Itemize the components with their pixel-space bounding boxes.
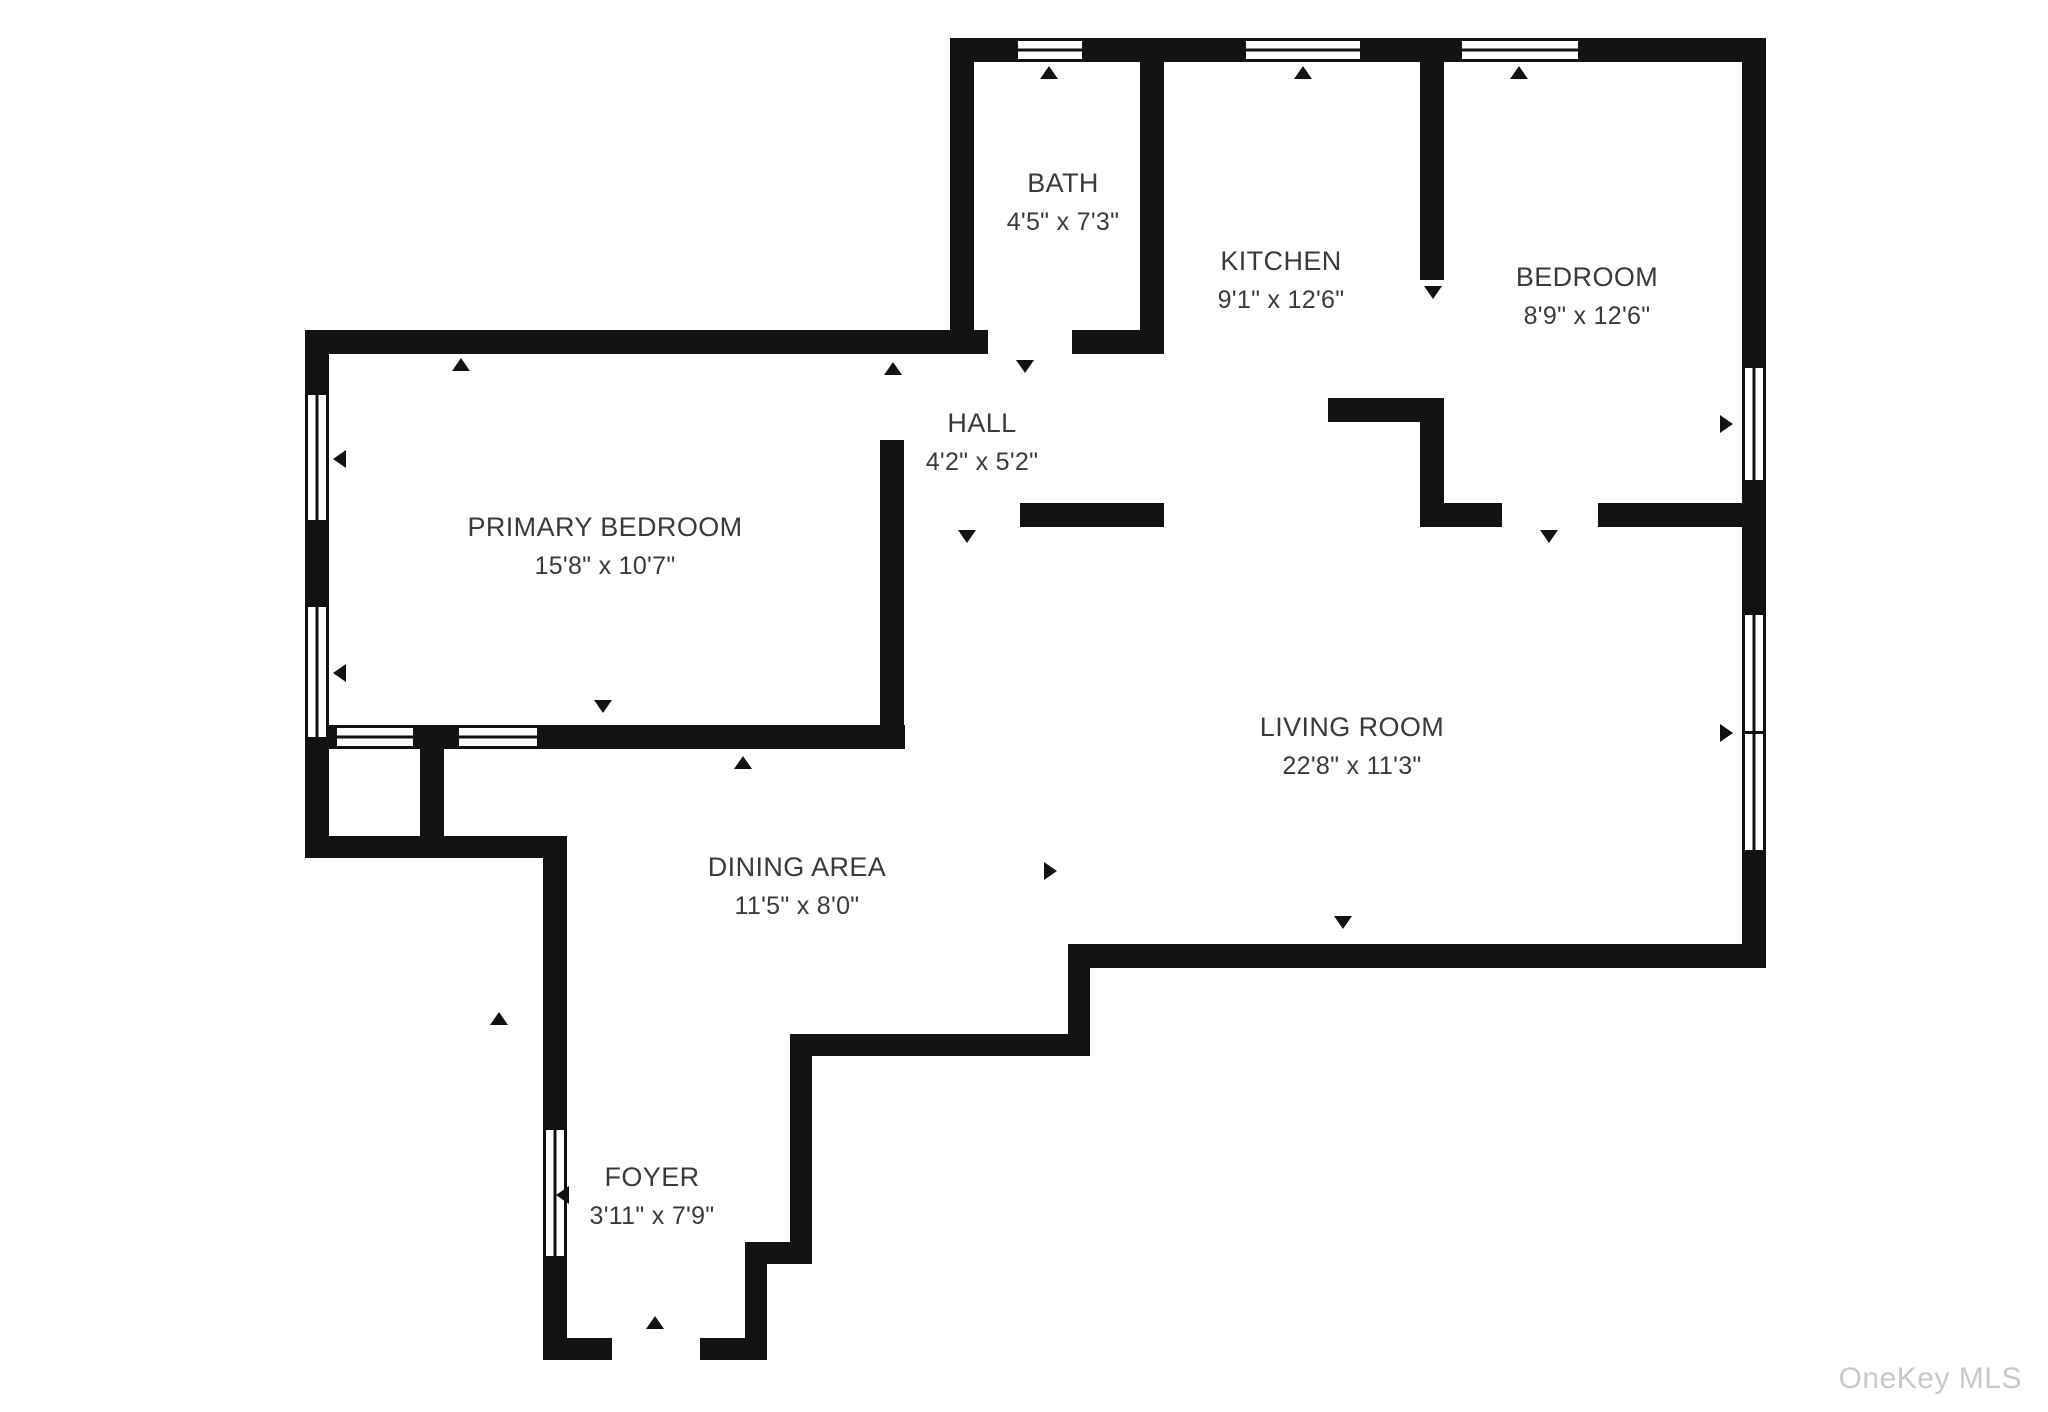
room-label-primary-bedroom: PRIMARY BEDROOM 15'8" x 10'7" <box>467 512 742 581</box>
room-name-bath: BATH <box>1027 168 1099 198</box>
closet-bottom-wall <box>305 836 567 858</box>
bath-window-marker <box>1040 66 1058 79</box>
foyer-right-wall-lower <box>745 1242 767 1360</box>
foyer-bottom-wall-right <box>700 1338 767 1360</box>
bedroom-top-window <box>1462 38 1578 62</box>
room-label-bedroom: BEDROOM 8'9" x 12'6" <box>1516 262 1658 331</box>
bedroom-door-marker <box>1540 530 1558 543</box>
room-dims-dining-area: 11'5" x 8'0" <box>734 892 860 920</box>
room-dims-primary-bedroom: 15'8" x 10'7" <box>534 552 676 580</box>
primary-door-marker <box>884 362 902 375</box>
primary-right-wall <box>880 440 904 749</box>
dining-bottom-wall <box>812 1034 1090 1056</box>
primary-window-marker-1 <box>333 450 346 468</box>
room-dims-living-room: 22'8" x 11'3" <box>1282 752 1422 780</box>
room-name-bedroom: BEDROOM <box>1515 262 1659 292</box>
room-label-dining-area: DINING AREA 11'5" x 8'0" <box>708 852 886 921</box>
primary-bottom-wall-b <box>413 725 459 749</box>
room-label-foyer: FOYER 3'11" x 7'9" <box>590 1162 715 1231</box>
foyer-window-marker <box>556 1186 569 1204</box>
kitchen-window-marker <box>1294 66 1312 79</box>
living-right-window-upper <box>1742 615 1766 731</box>
primary-top-marker <box>452 358 470 371</box>
room-name-primary-bedroom: PRIMARY BEDROOM <box>467 512 743 542</box>
room-label-bath: BATH 4'5" x 7'3" <box>1007 168 1120 237</box>
room-name-kitchen: KITCHEN <box>1220 246 1342 276</box>
dining-left-wall <box>543 836 567 1360</box>
bath-door-marker <box>1016 360 1034 373</box>
foyer-top-marker <box>490 1012 508 1025</box>
living-window-marker <box>1720 724 1733 742</box>
closet-door-right <box>459 725 537 749</box>
room-label-hall: HALL 4'2" x 5'2" <box>926 408 1039 477</box>
bedroom-closet-side-wall <box>1420 398 1444 527</box>
bath-window <box>1018 38 1082 62</box>
kitchen-bedroom-door-marker <box>1424 286 1442 299</box>
primary-bottom-wall-c <box>537 725 905 749</box>
bedroom-right-window <box>1742 368 1766 480</box>
room-label-living-room: LIVING ROOM 22'8" x 11'3" <box>1260 712 1444 781</box>
primary-left-window-lower <box>305 607 329 737</box>
living-bottom-marker <box>1334 916 1352 929</box>
kitchen-bedroom-wall <box>1420 38 1444 280</box>
kitchen-window <box>1246 38 1360 62</box>
bedroom-bottom-wall-a <box>1444 503 1502 527</box>
room-dims-bath: 4'5" x 7'3" <box>1006 208 1120 236</box>
living-bottom-wall <box>1090 944 1766 968</box>
watermark-onekey-mls: OneKey MLS <box>1838 1362 2022 1395</box>
room-name-living-room: LIVING ROOM <box>1259 712 1445 742</box>
living-right-window-lower <box>1742 734 1766 850</box>
room-dims-foyer: 3'11" x 7'9" <box>589 1202 715 1230</box>
hall-living-stub-wall <box>1020 503 1164 527</box>
room-label-kitchen: KITCHEN 9'1" x 12'6" <box>1218 246 1345 315</box>
primary-top-wall <box>305 330 974 354</box>
room-dims-kitchen: 9'1" x 12'6" <box>1217 286 1345 314</box>
room-name-foyer: FOYER <box>604 1162 700 1192</box>
bath-kitchen-wall <box>1140 38 1164 354</box>
front-door-marker <box>646 1316 664 1329</box>
hall-opening-marker <box>958 530 976 543</box>
dining-top-marker <box>734 756 752 769</box>
bedroom-bottom-wall-b <box>1598 503 1766 527</box>
room-dims-bedroom: 8'9" x 12'6" <box>1523 302 1651 330</box>
room-dims-hall: 4'2" x 5'2" <box>925 448 1039 476</box>
foyer-bottom-wall-left <box>543 1338 612 1360</box>
bedroom-right-window-marker <box>1720 415 1733 433</box>
primary-bottom-marker <box>594 700 612 713</box>
living-dining-connector-wall <box>1068 944 1090 1056</box>
room-name-dining-area: DINING AREA <box>707 852 887 882</box>
room-name-hall: HALL <box>947 408 1017 438</box>
primary-left-window-upper <box>305 395 329 520</box>
foyer-right-wall-upper <box>790 1034 812 1264</box>
closet-door-left <box>337 725 413 749</box>
dining-living-marker <box>1044 862 1057 880</box>
bath-left-wall <box>950 38 974 354</box>
bedroom-window-marker <box>1510 66 1528 79</box>
primary-window-marker-2 <box>333 664 346 682</box>
